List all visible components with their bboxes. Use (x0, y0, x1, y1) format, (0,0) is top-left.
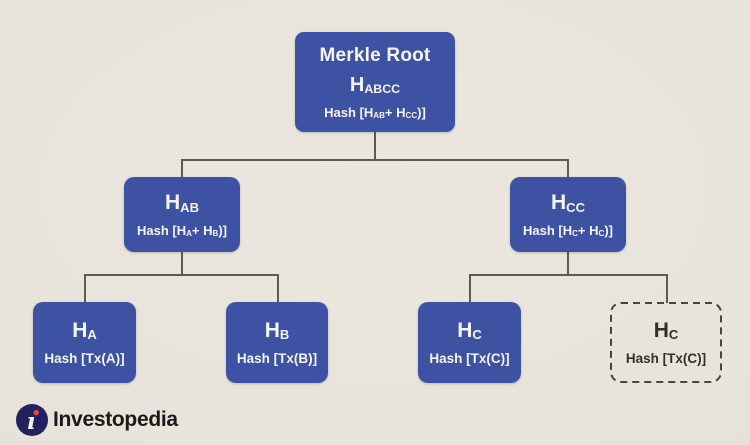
node-h-b: HB Hash [Tx(B)] (226, 302, 328, 383)
merkle-root-formula: Hash [HAB+ HCC)] (324, 104, 426, 120)
dashed-border (610, 302, 722, 383)
investopedia-brand: ı Investopedia (16, 404, 178, 436)
connector-hc-duplicate-drop (666, 274, 668, 303)
h-c-formula: Hash [Tx(C)] (429, 351, 510, 367)
node-h-ab: HAB Hash [HA+ HB)] (124, 177, 240, 252)
connector-hcc-drop (567, 159, 569, 178)
h-c-duplicate-hash-label: HC (653, 318, 679, 343)
connector-hb-drop (277, 274, 279, 303)
h-ab-formula: Hash [HA+ HB)] (136, 222, 227, 238)
h-a-formula: Hash [Tx(A)] (44, 351, 125, 367)
connector-left-horizontal (84, 274, 279, 276)
connector-hc-drop (469, 274, 471, 303)
h-cc-hash-label: HCC (551, 191, 585, 215)
h-c-hash-label: HC (457, 318, 482, 343)
h-cc-formula: Hash [HC+ HC)] (522, 222, 613, 238)
h-b-formula: Hash [Tx(B)] (236, 351, 318, 367)
svg-text:ı: ı (27, 408, 36, 435)
merkle-root-hash-label: HABCC (349, 73, 401, 96)
node-h-a: HA Hash [Tx(A)] (33, 302, 136, 383)
connector-root-stem (374, 131, 376, 161)
connector-hab-stem (181, 251, 183, 276)
connector-hcc-stem (567, 251, 569, 276)
h-c-duplicate-formula: Hash [Tx(C)] (625, 351, 707, 367)
h-b-hash-label: HB (264, 318, 290, 343)
merkle-root-title: Merkle Root (319, 44, 431, 66)
connector-ha-drop (84, 274, 86, 303)
node-h-cc: HCC Hash [HC+ HC)] (510, 177, 626, 252)
h-ab-hash-label: HAB (165, 191, 199, 215)
connector-level1-horizontal (181, 159, 569, 161)
investopedia-wordmark: Investopedia (53, 408, 178, 431)
connector-hab-drop (181, 159, 183, 178)
h-a-hash-label: HA (72, 318, 97, 343)
connector-right-horizontal (469, 274, 668, 276)
node-h-c: HC Hash [Tx(C)] (418, 302, 521, 383)
investopedia-logo-icon: ı (16, 404, 48, 436)
node-merkle-root: Merkle Root HABCC Hash [HAB+ HCC)] (295, 32, 455, 132)
node-h-c-duplicate: HC Hash [Tx(C)] (610, 302, 722, 383)
